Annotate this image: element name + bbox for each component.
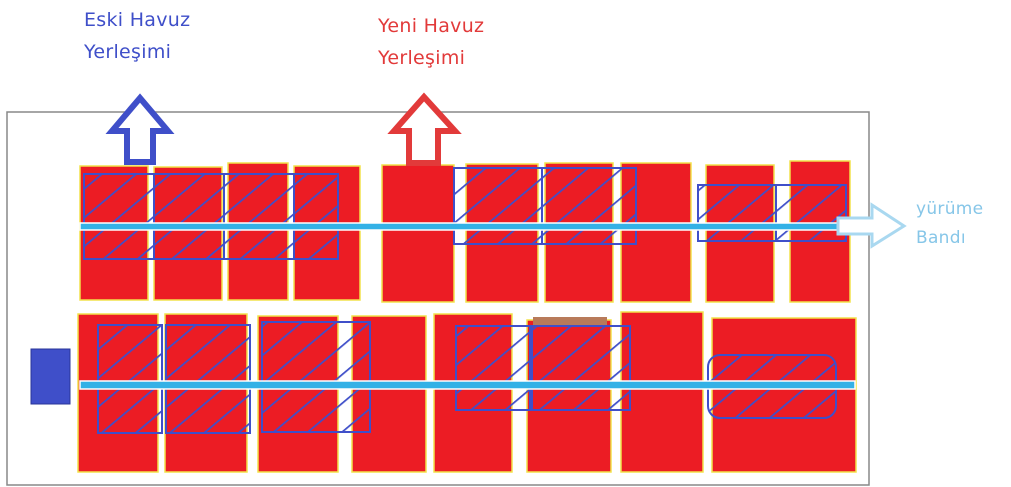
old-pool	[529, 325, 631, 411]
brown-strip	[533, 317, 607, 326]
old-pool	[293, 173, 339, 260]
old-pool-layout-label: Eski Havuz Yerleşimi	[84, 4, 190, 68]
old-layout-up-arrow-icon	[105, 93, 175, 165]
new-pool	[381, 164, 455, 303]
old-pool	[541, 167, 637, 245]
old-pool	[261, 321, 371, 433]
side-block	[30, 348, 71, 405]
new-layout-up-arrow-icon	[387, 92, 462, 166]
walkway-belt-top	[79, 222, 851, 231]
walkway-belt-bottom	[79, 380, 856, 390]
old-pool-label-line1: Eski Havuz	[84, 9, 191, 31]
belt-label-line2: Bandı	[916, 228, 966, 248]
old-pool	[453, 167, 543, 245]
old-pool-label-line2: Yerleşimi	[84, 41, 172, 63]
belt-right-arrow-icon	[836, 202, 907, 249]
walkway-belt-label: yürüme Bandı	[916, 195, 983, 253]
old-pool	[455, 325, 533, 411]
old-pool	[153, 173, 225, 260]
new-pool-label-line1: Yeni Havuz	[378, 15, 485, 37]
old-pool	[165, 324, 251, 434]
old-pool	[83, 173, 155, 260]
old-pools	[83, 167, 847, 434]
new-pool-layout-label: Yeni Havuz Yerleşimi	[378, 10, 484, 74]
old-pool	[97, 324, 163, 434]
old-pool	[775, 184, 847, 242]
old-pool	[223, 173, 295, 260]
old-pool	[697, 184, 777, 242]
new-pool	[620, 311, 704, 473]
new-pool-label-line2: Yerleşimi	[378, 47, 466, 69]
belt-label-line1: yürüme	[916, 199, 984, 219]
